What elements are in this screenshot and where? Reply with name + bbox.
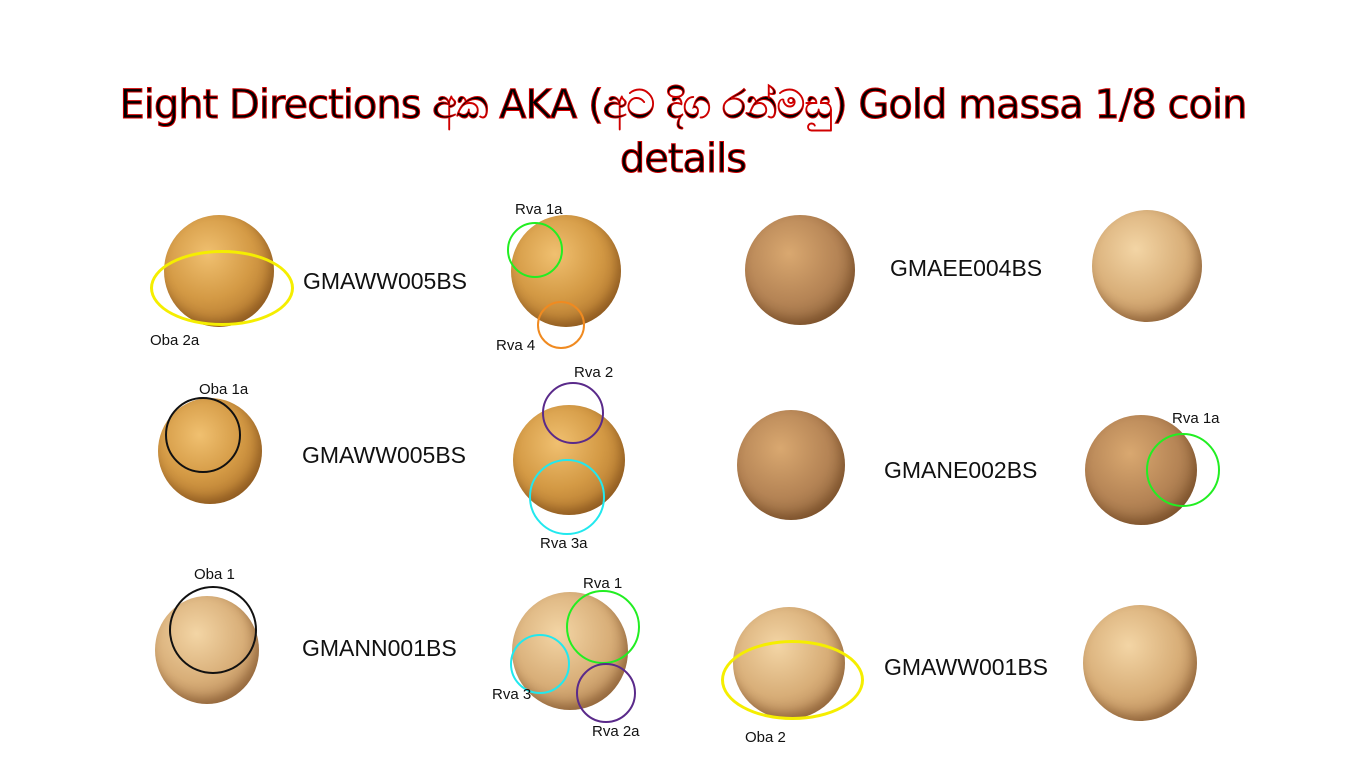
yellow-ellipse-marker (721, 640, 864, 720)
annotation-label: Rva 1 (583, 575, 623, 592)
annotation-label: Rva 4 (496, 337, 536, 354)
annotation-label: Rva 1a (515, 201, 563, 218)
green-circle-marker (1146, 433, 1220, 507)
annotation-label: Rva 3 (492, 686, 532, 703)
cyan-circle-marker (529, 459, 605, 535)
annotation-label: Oba 2a (150, 332, 200, 349)
orange-circle-marker (537, 301, 585, 349)
annotation-label: Oba 1 (194, 566, 235, 583)
annotation-label: Oba 1a (199, 381, 249, 398)
coin-code: GMAEE004BS (890, 255, 1043, 281)
purple-circle-marker (542, 382, 604, 444)
coin-code: GMANE002BS (884, 457, 1038, 483)
annotation-label: Rva 2a (592, 723, 640, 740)
coin-code: GMANN001BS (302, 635, 457, 661)
coin-reverse-6 (1083, 605, 1197, 721)
black-circle-marker (169, 586, 257, 674)
black-circle-marker (165, 397, 241, 473)
coin-code: GMAWW005BS (303, 268, 468, 294)
coin-code: GMAWW005BS (302, 442, 467, 468)
yellow-ellipse-marker (150, 250, 294, 326)
slide-title: Eight Directions අක AKA (අට දිග රන්මසු) … (119, 82, 1248, 183)
coin-code: GMAWW001BS (884, 654, 1049, 680)
annotation-label: Rva 1a (1172, 410, 1220, 427)
annotation-label: Rva 2 (574, 364, 614, 381)
green-circle-marker (566, 590, 640, 664)
cyan-circle-marker (510, 634, 570, 694)
purple-circle-marker (576, 663, 636, 723)
coin-obverse-5 (737, 410, 845, 520)
annotation-label: Oba 2 (745, 729, 786, 746)
coin-reverse-4 (1092, 210, 1202, 322)
annotation-label: Rva 3a (540, 535, 588, 552)
coin-obverse-4 (745, 215, 855, 325)
green-circle-marker (507, 222, 563, 278)
